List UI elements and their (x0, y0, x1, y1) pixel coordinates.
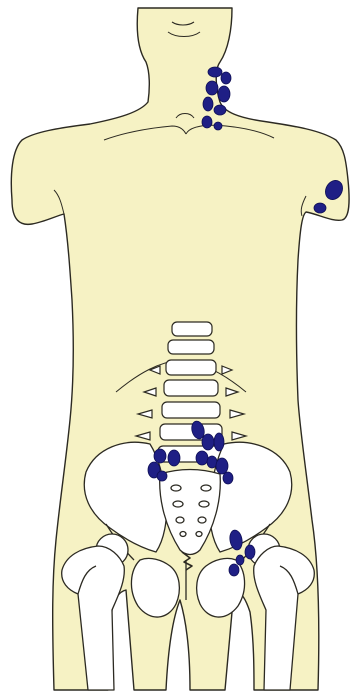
lymph-node (229, 564, 239, 576)
lymph-node (245, 545, 255, 559)
lymph-node (168, 450, 180, 466)
lymph-node (202, 434, 214, 450)
lymph-node (157, 471, 167, 481)
lymph-node (218, 86, 230, 102)
vertebra (172, 322, 212, 336)
lymph-node (236, 555, 244, 565)
lymph-node (154, 449, 166, 463)
lymph-node (221, 72, 231, 84)
lymph-node (196, 451, 208, 465)
lymph-node (203, 97, 213, 111)
lymph-node (214, 433, 224, 451)
lymph-node (202, 116, 212, 128)
lymph-node (314, 203, 326, 213)
lymph-node (206, 81, 218, 95)
lymph-node (223, 472, 233, 484)
lymph-node (214, 105, 226, 115)
vertebra (164, 380, 218, 396)
vertebra (162, 402, 220, 418)
lymph-node (214, 122, 222, 130)
vertebra (168, 340, 214, 354)
lymph-node (216, 458, 228, 474)
lymph-node (208, 67, 222, 77)
lymph-node (207, 456, 217, 468)
vertebra (166, 360, 216, 375)
